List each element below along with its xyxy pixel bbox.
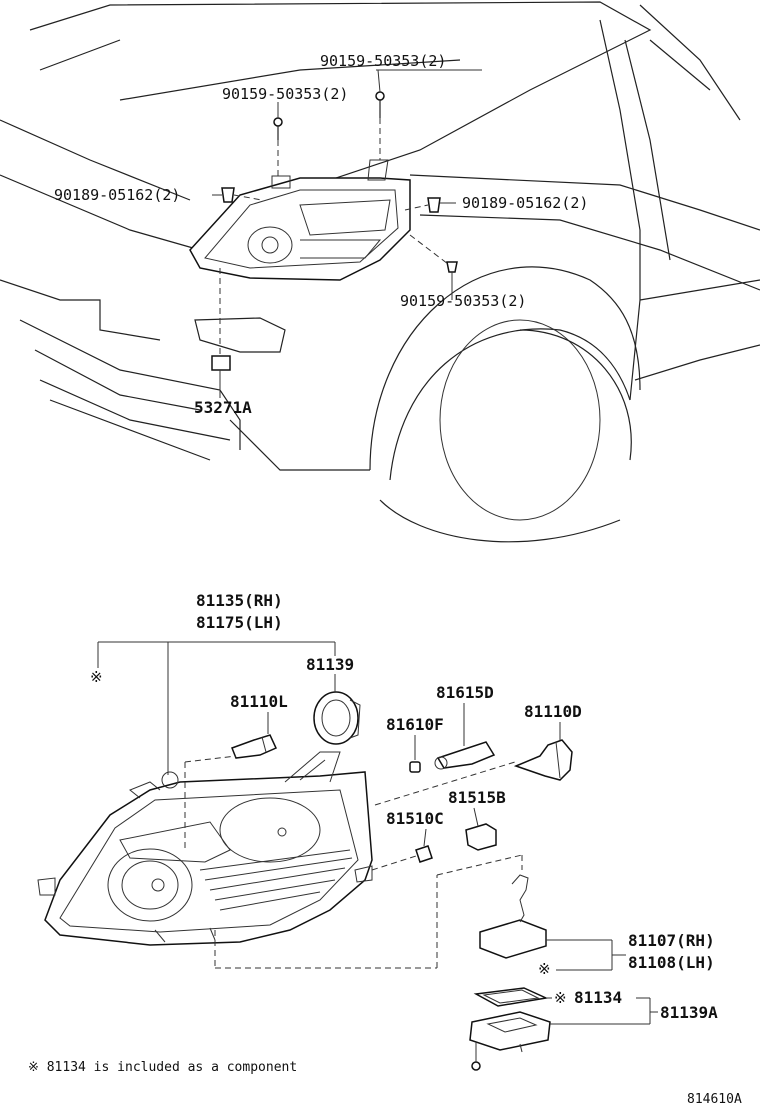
callout-clip-left: 90189-05162(2): [54, 186, 180, 204]
gasket-icon: [473, 987, 549, 1007]
callout-computer-rh: 81107(RH): [628, 931, 715, 950]
callout-bulb-l: 81110L: [230, 692, 288, 711]
mark-symbol: ※: [554, 989, 567, 1007]
screw-icon: [471, 1042, 481, 1071]
footnote: ※ 81134 is included as a component: [28, 1060, 297, 1075]
cover-icon: [469, 1011, 551, 1053]
sensor-icon: [211, 355, 231, 371]
callout-bulb-615d: 81615D: [436, 683, 494, 702]
callout-bulb-610f: 81610F: [386, 715, 444, 734]
callout-assy-rh: 81135(RH): [196, 591, 283, 610]
callout-cover: 81139A: [660, 1003, 718, 1022]
callout-bolt-a: 90159-50353(2): [320, 52, 446, 70]
callout-bulb-110d: 81110D: [524, 702, 582, 721]
callout-assy-lh: 81175(LH): [196, 613, 283, 632]
callout-sensor: 53271A: [194, 398, 252, 417]
bulb-81110l-icon: [231, 734, 278, 759]
callout-bolt-b: 90159-50353(2): [222, 85, 348, 103]
headlamp-assembly: [37, 751, 373, 946]
socket-81515b-icon: [465, 823, 497, 851]
mark-symbol: ※: [538, 960, 551, 978]
callout-clip-right: 90189-05162(2): [462, 194, 588, 212]
socket-81139-icon: [313, 691, 361, 745]
mark-symbol: ※: [90, 668, 103, 686]
bolt-icon: [375, 91, 385, 118]
computer-icon: [479, 874, 547, 959]
bulb-81610f-icon: [409, 761, 421, 773]
bolt-icon: [446, 261, 458, 273]
callout-socket: 81139: [306, 655, 354, 674]
callout-bolt-c: 90159-50353(2): [400, 292, 526, 310]
figure-id: 814610A: [687, 1092, 742, 1107]
vehicle-body-outline: [0, 1, 760, 543]
bulb-81110d-icon: [513, 739, 573, 781]
bulb-81510c-icon: [415, 845, 433, 863]
callout-bulb-510c: 81510C: [386, 809, 444, 828]
clip-icon: [427, 197, 441, 213]
clip-icon: [221, 187, 235, 203]
headlamp-installed: [189, 159, 411, 281]
callout-computer-lh: 81108(LH): [628, 953, 715, 972]
callout-socket-515b: 81515B: [448, 788, 506, 807]
bolt-icon: [273, 117, 283, 140]
callout-gasket: 81134: [574, 988, 622, 1007]
bulb-81615d-icon: [434, 741, 496, 770]
